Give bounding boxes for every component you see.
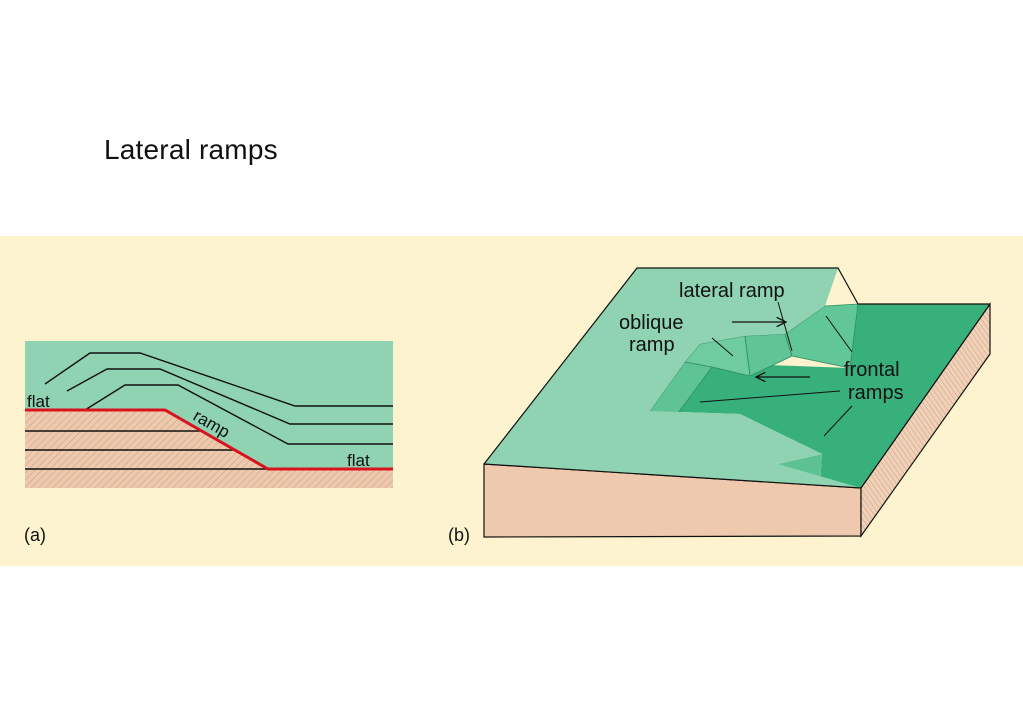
figure-svg: flat ramp flat (a) (24, 267, 991, 545)
label-oblique-line2: ramp (629, 334, 675, 356)
panel-b-tag: (b) (448, 525, 470, 545)
leader-frontal-ramps (699, 390, 841, 403)
label-frontal-line1: frontal (844, 359, 900, 381)
panel-a-cross-section: flat ramp flat (a) (24, 341, 393, 545)
folded-bed (84, 384, 393, 445)
figure-panel: flat ramp flat (a) (0, 236, 1023, 566)
leader-frontal-ramps (823, 405, 853, 437)
folded-bed (66, 368, 393, 425)
block-top-edge (483, 267, 990, 465)
label-lateral-ramp: lateral ramp (679, 280, 785, 302)
label-flat-upper: flat (27, 392, 50, 411)
leader-lateral-ramp (777, 301, 793, 352)
fault-trace (25, 408, 393, 471)
leader-oblique-ramp (711, 337, 734, 357)
label-flat-lower: flat (347, 451, 370, 470)
upper-surface (484, 268, 861, 488)
label-oblique-line1: oblique (619, 312, 684, 334)
folded-bed (44, 352, 393, 407)
panel-a-tag: (a) (24, 525, 46, 545)
page-title: Lateral ramps (104, 134, 278, 165)
block-top-edge (483, 303, 991, 489)
leader-frontal-ramps (825, 315, 853, 353)
label-frontal-line2: ramps (848, 382, 904, 404)
panel-b-block-diagram: lateral ramp oblique ramp frontal ramps … (448, 267, 991, 545)
lower-surface (650, 304, 990, 488)
